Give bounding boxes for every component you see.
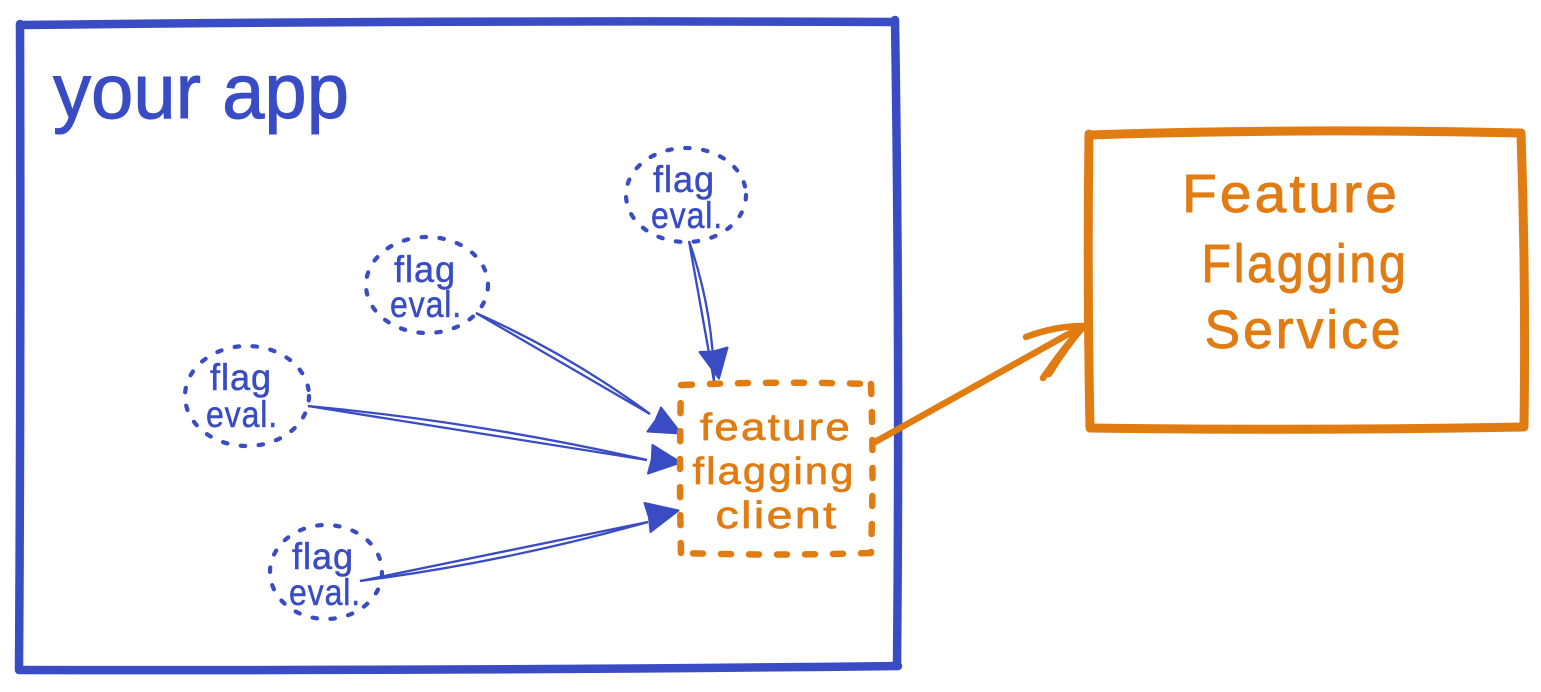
svg-text:Service: Service	[1205, 300, 1404, 360]
svg-text:flag: flag	[653, 159, 715, 200]
svg-text:flagging: flagging	[693, 451, 856, 493]
svg-text:Feature: Feature	[1182, 164, 1400, 224]
svg-text:eval.: eval.	[289, 572, 361, 613]
svg-text:feature: feature	[700, 407, 852, 449]
svg-text:flag: flag	[394, 249, 456, 290]
svg-text:flag: flag	[292, 536, 354, 577]
svg-text:Flagging: Flagging	[1202, 234, 1409, 294]
svg-text:eval.: eval.	[651, 195, 723, 236]
svg-text:eval.: eval.	[206, 394, 278, 435]
svg-text:your app: your app	[53, 47, 349, 135]
svg-text:flag: flag	[210, 357, 272, 398]
svg-text:eval.: eval.	[390, 284, 462, 325]
svg-text:client: client	[716, 495, 839, 537]
